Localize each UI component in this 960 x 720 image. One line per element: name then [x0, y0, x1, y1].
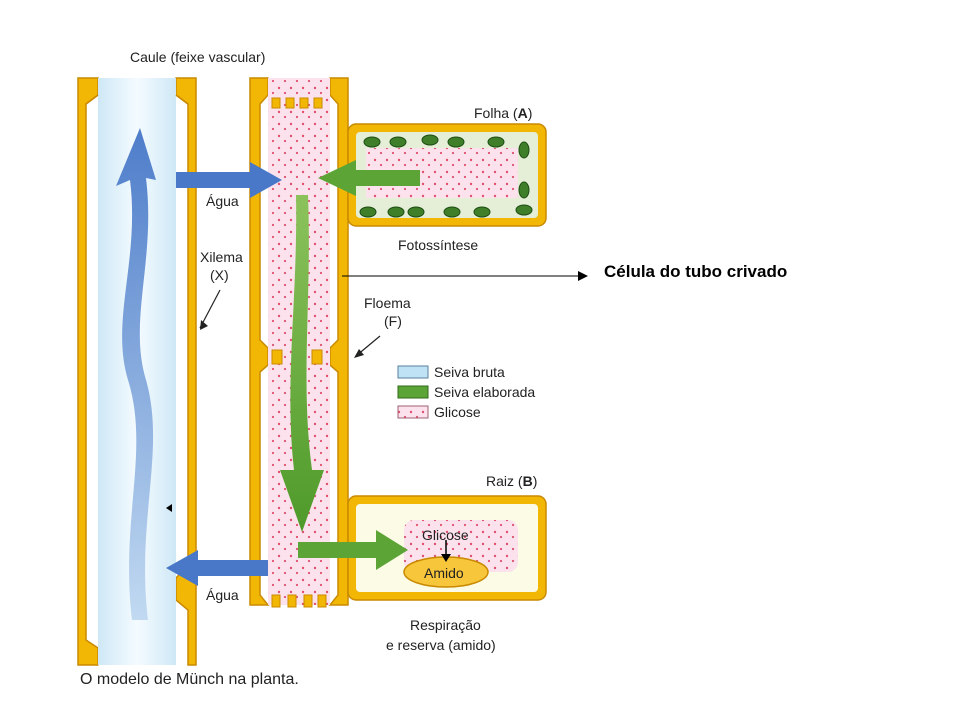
root-cell — [347, 495, 547, 601]
xylem-label: Xilema — [200, 249, 243, 265]
sieve-tube-callout: Célula do tubo crivado — [604, 262, 788, 281]
leaf-cell — [347, 123, 547, 227]
sugar-load-arrow — [318, 160, 420, 196]
water-label-top: Água — [206, 193, 239, 209]
reserve-label: e reserva (amido) — [386, 637, 496, 653]
water-arrow-top — [176, 162, 282, 198]
glucose-label: Glicose — [422, 527, 469, 543]
phloem-abbrev: (F) — [384, 313, 402, 329]
sugar-unload-arrow — [298, 530, 408, 570]
legend-label-elaborated-sap: Seiva elaborada — [434, 384, 535, 400]
legend-swatch-glucose — [397, 405, 429, 419]
phloem-label: Floema — [364, 295, 411, 311]
legend-swatch-elaborated-sap — [397, 385, 429, 399]
leaf-label: Folha (A) — [474, 105, 532, 121]
legend: Seiva bruta Seiva elaborada Glicose — [397, 364, 535, 420]
water-label-bottom: Água — [206, 587, 239, 603]
stem-title: Caule (feixe vascular) — [130, 49, 265, 65]
sugar-downflow-arrow — [280, 195, 324, 532]
starch-label: Amido — [424, 565, 464, 581]
photosynthesis-label: Fotossíntese — [398, 237, 478, 253]
root-label: Raiz (B) — [486, 473, 537, 489]
water-arrow-bottom — [166, 550, 268, 586]
legend-swatch-raw-sap — [397, 365, 429, 379]
xylem-abbrev: (X) — [210, 267, 229, 283]
legend-label-raw-sap: Seiva bruta — [434, 364, 505, 380]
legend-label-glucose: Glicose — [434, 404, 481, 420]
figure-caption: O modelo de Münch na planta. — [80, 671, 299, 688]
respiration-label: Respiração — [410, 617, 481, 633]
sap-upflow-arrow — [116, 128, 156, 620]
